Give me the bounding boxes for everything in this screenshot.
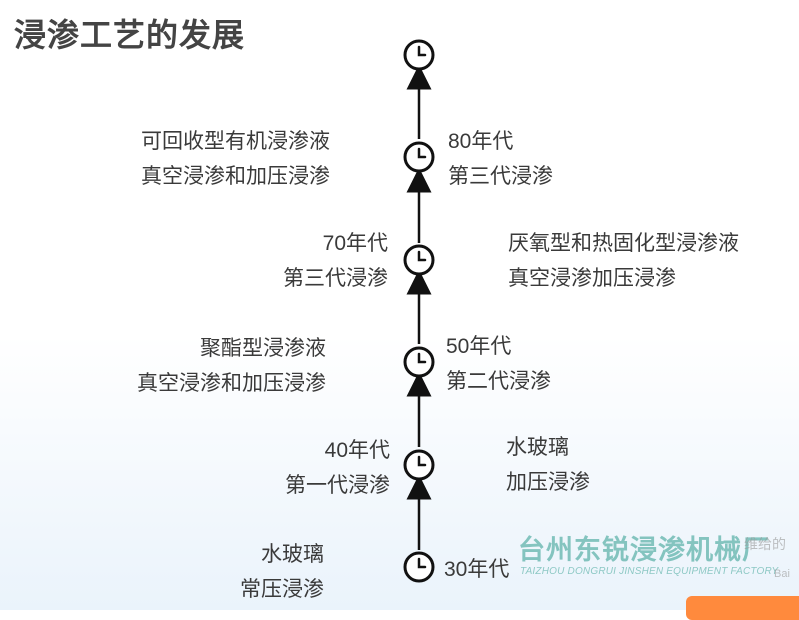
stage-50s-desc-line-2: 真空浸渗和加压浸渗 <box>137 371 326 395</box>
stage-50s-era: 50年代 <box>446 335 512 358</box>
stage-30s-label: 30年代 <box>444 552 509 587</box>
stage-70s-label: 70年代 第三代浸渗 <box>230 226 388 296</box>
stage-80s-label: 80年代 第三代浸渗 <box>448 124 553 194</box>
stage-40s-desc-line-2: 加压浸渗 <box>506 470 590 494</box>
clock-icon <box>403 346 435 378</box>
clock-icon <box>403 244 435 276</box>
watermark-subtitle: TAIZHOU DONGRUI JINSHEN EQUIPMENT FACTOR… <box>520 566 779 577</box>
stage-80s-generation: 第三代浸渗 <box>448 164 553 188</box>
clock-icon <box>403 551 435 583</box>
clock-icon <box>403 449 435 481</box>
stage-40s-desc-line-1: 水玻璃 <box>506 435 569 459</box>
stage-30s-description: 水玻璃 常压浸渗 <box>200 537 324 607</box>
stage-70s-era: 70年代 <box>322 232 388 255</box>
stage-30s-desc-line-2: 常压浸渗 <box>240 577 324 601</box>
stage-30s-desc-line-1: 水玻璃 <box>261 542 324 566</box>
stage-70s-generation: 第三代浸渗 <box>283 266 388 290</box>
watermark-side-text: 维给的 <box>744 537 786 553</box>
stage-70s-description: 厌氧型和热固化型浸渗液 真空浸渗加压浸渗 <box>508 226 739 296</box>
stage-80s-description: 可回收型有机浸渗液 真空浸渗和加压浸渗 <box>110 124 330 194</box>
stage-50s-label: 50年代 第二代浸渗 <box>446 329 551 399</box>
stage-50s-description: 聚酯型浸渗液 真空浸渗和加压浸渗 <box>104 331 326 401</box>
clock-icon <box>403 39 435 71</box>
stage-80s-desc-line-1: 可回收型有机浸渗液 <box>141 129 330 153</box>
stage-50s-desc-line-1: 聚酯型浸渗液 <box>200 336 326 360</box>
stage-80s-era: 80年代 <box>448 130 514 153</box>
page-title: 浸渗工艺的发展 <box>14 16 246 54</box>
stage-30s-era: 30年代 <box>444 558 510 581</box>
stage-40s-generation: 第一代浸渗 <box>285 473 390 497</box>
stage-70s-desc-line-1: 厌氧型和热固化型浸渗液 <box>508 231 739 255</box>
stage-40s-era: 40年代 <box>324 439 390 462</box>
stage-40s-description: 水玻璃 加压浸渗 <box>506 430 590 500</box>
watermark-logo-text: 台州东锐浸渗机械厂 <box>518 535 770 566</box>
stage-80s-desc-line-2: 真空浸渗和加压浸渗 <box>141 164 330 188</box>
clock-icon <box>403 141 435 173</box>
stage-70s-desc-line-2: 真空浸渗加压浸渗 <box>508 266 676 290</box>
watermark-baidu-text: Bai <box>774 568 790 580</box>
corner-orange-button[interactable] <box>686 596 799 620</box>
stage-50s-generation: 第二代浸渗 <box>446 369 551 393</box>
stage-40s-label: 40年代 第一代浸渗 <box>230 433 390 503</box>
